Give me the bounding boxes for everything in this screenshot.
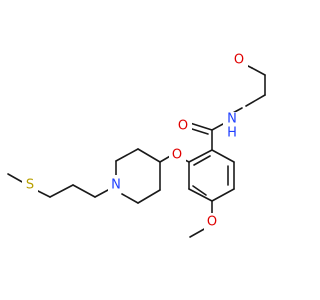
- atom-symbol: O: [234, 53, 244, 68]
- amide-oxygen: O: [175, 118, 192, 135]
- bond: [7, 173, 25, 184]
- structure-drawing: O O N H O N S O: [7, 52, 266, 238]
- thioether-sulfur: S: [22, 177, 38, 194]
- atom-symbol: S: [26, 178, 34, 193]
- atom-symbol: O: [178, 119, 188, 134]
- bond: [251, 67, 266, 76]
- ether-oxygen-top: O: [231, 52, 248, 69]
- bond: [121, 193, 139, 204]
- bond: [188, 188, 213, 202]
- bond: [137, 189, 161, 204]
- bond: [94, 189, 109, 198]
- bond: [115, 148, 139, 162]
- bond: [191, 128, 209, 135]
- bond: [245, 94, 266, 107]
- bond: [211, 188, 235, 202]
- amide-nitrogen: N H: [223, 112, 241, 141]
- bond: [35, 189, 51, 198]
- bond: [49, 184, 74, 198]
- bond: [189, 227, 207, 238]
- atom-symbol: N: [227, 112, 237, 127]
- molecule-diagram: O O N H O N S O: [7, 52, 266, 238]
- bond: [211, 123, 224, 131]
- bond: [192, 185, 207, 196]
- methoxy-oxygen: O: [204, 213, 221, 230]
- atom-hydrogen: H: [227, 126, 237, 141]
- bonds: [7, 61, 266, 238]
- bond: [193, 155, 211, 166]
- atom-symbol: O: [207, 215, 217, 230]
- bond: [137, 148, 161, 163]
- bond: [189, 122, 213, 131]
- bond: [72, 184, 96, 198]
- bond: [211, 149, 235, 163]
- bond: [188, 149, 213, 163]
- piperidine-nitrogen: N: [108, 175, 125, 193]
- atom-symbol: N: [111, 178, 121, 193]
- atom-symbol: O: [172, 148, 182, 163]
- aryl-ether-oxygen: O: [169, 146, 186, 163]
- atom-labels: O O N H O N S O: [22, 52, 248, 230]
